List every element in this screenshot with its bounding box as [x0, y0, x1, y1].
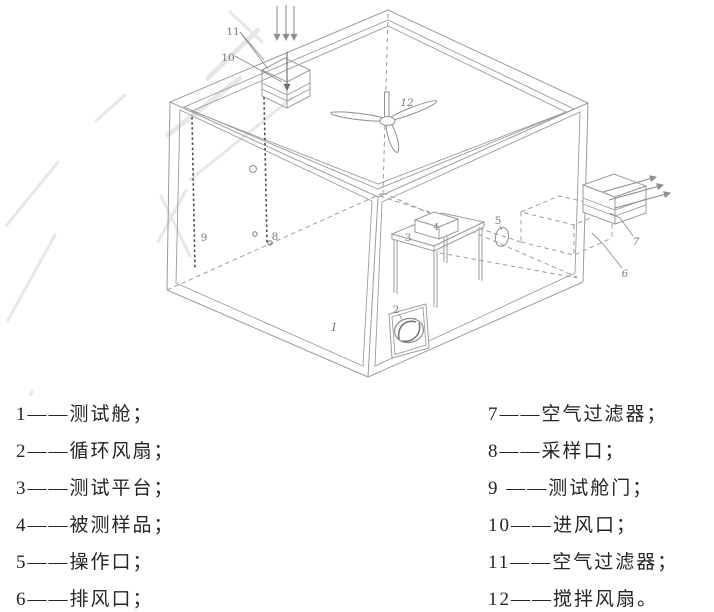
part-number-labels: 1 2 3 4 5 6 7 8 9 10 11 12	[201, 26, 640, 334]
part-label-9: 9	[201, 232, 208, 244]
part-label-12: 12	[400, 97, 414, 109]
legend-item: 11——空气过滤器；	[488, 552, 679, 573]
door-handle	[249, 165, 257, 173]
legend-item: 8——采样口；	[488, 441, 626, 462]
legend-item: 2——循环风扇；	[16, 441, 175, 462]
legend-item: 10——进风口；	[488, 515, 638, 536]
legend-item: 7——空气过滤器；	[488, 404, 668, 425]
inlet-air-arrows	[273, 5, 298, 42]
legend-item: 6——排风口；	[16, 589, 154, 610]
exhaust-filter-box	[581, 173, 648, 225]
legend-item: 1——测试舱；	[16, 404, 154, 425]
chamber-top-face	[168, 9, 590, 198]
fan-panel	[388, 303, 430, 359]
part-label-8: 8	[272, 231, 279, 243]
stirring-fan	[330, 91, 438, 153]
fan-hub	[379, 116, 396, 126]
sampling-ports	[252, 231, 273, 246]
watermark	[4, 10, 294, 396]
circulation-fan	[388, 303, 430, 359]
legend-item: 12——搅拌风扇。	[488, 589, 659, 610]
chamber-right-face-inner	[374, 111, 581, 367]
sample-box	[413, 211, 460, 240]
inlet-assembly	[260, 5, 312, 109]
part-label-3: 3	[405, 232, 412, 244]
legend-item: 9 ——测试舱门；	[488, 478, 654, 499]
inlet-filter-box	[260, 57, 312, 109]
chamber-door	[191, 96, 268, 271]
leader-lines	[234, 31, 634, 320]
part-label-5: 5	[495, 215, 502, 227]
part-label-6: 6	[622, 268, 629, 280]
part-label-1: 1	[330, 320, 337, 334]
test-platform-table	[390, 211, 486, 308]
chamber-shell	[166, 9, 590, 378]
exhaust-air-arrows	[602, 175, 671, 209]
part-label-4: 4	[433, 222, 439, 233]
part-label-7: 7	[633, 236, 640, 248]
fan-shaft	[384, 91, 390, 119]
part-label-10: 10	[221, 52, 234, 64]
part-label-2: 2	[393, 304, 400, 316]
part-label-11: 11	[226, 26, 239, 38]
exhaust-duct	[519, 195, 614, 256]
legend-column-right: 7——空气过滤器； 8——采样口； 9 ——测试舱门； 10——进风口； 11—…	[488, 396, 678, 612]
fan-blade-left	[330, 111, 387, 122]
legend-item: 3——测试平台；	[16, 478, 175, 499]
chamber-left-face-inner	[175, 109, 373, 367]
legend-item: 4——被测样品；	[16, 515, 175, 536]
legend-item: 5——操作口；	[16, 552, 154, 573]
legend-column-left: 1——测试舱； 2——循环风扇； 3——测试平台； 4——被测样品； 5——操作…	[16, 396, 175, 612]
test-chamber-diagram: 1 2 3 4 5 6 7 8 9 10 11 12	[4, 5, 671, 396]
operation-port	[494, 227, 510, 247]
